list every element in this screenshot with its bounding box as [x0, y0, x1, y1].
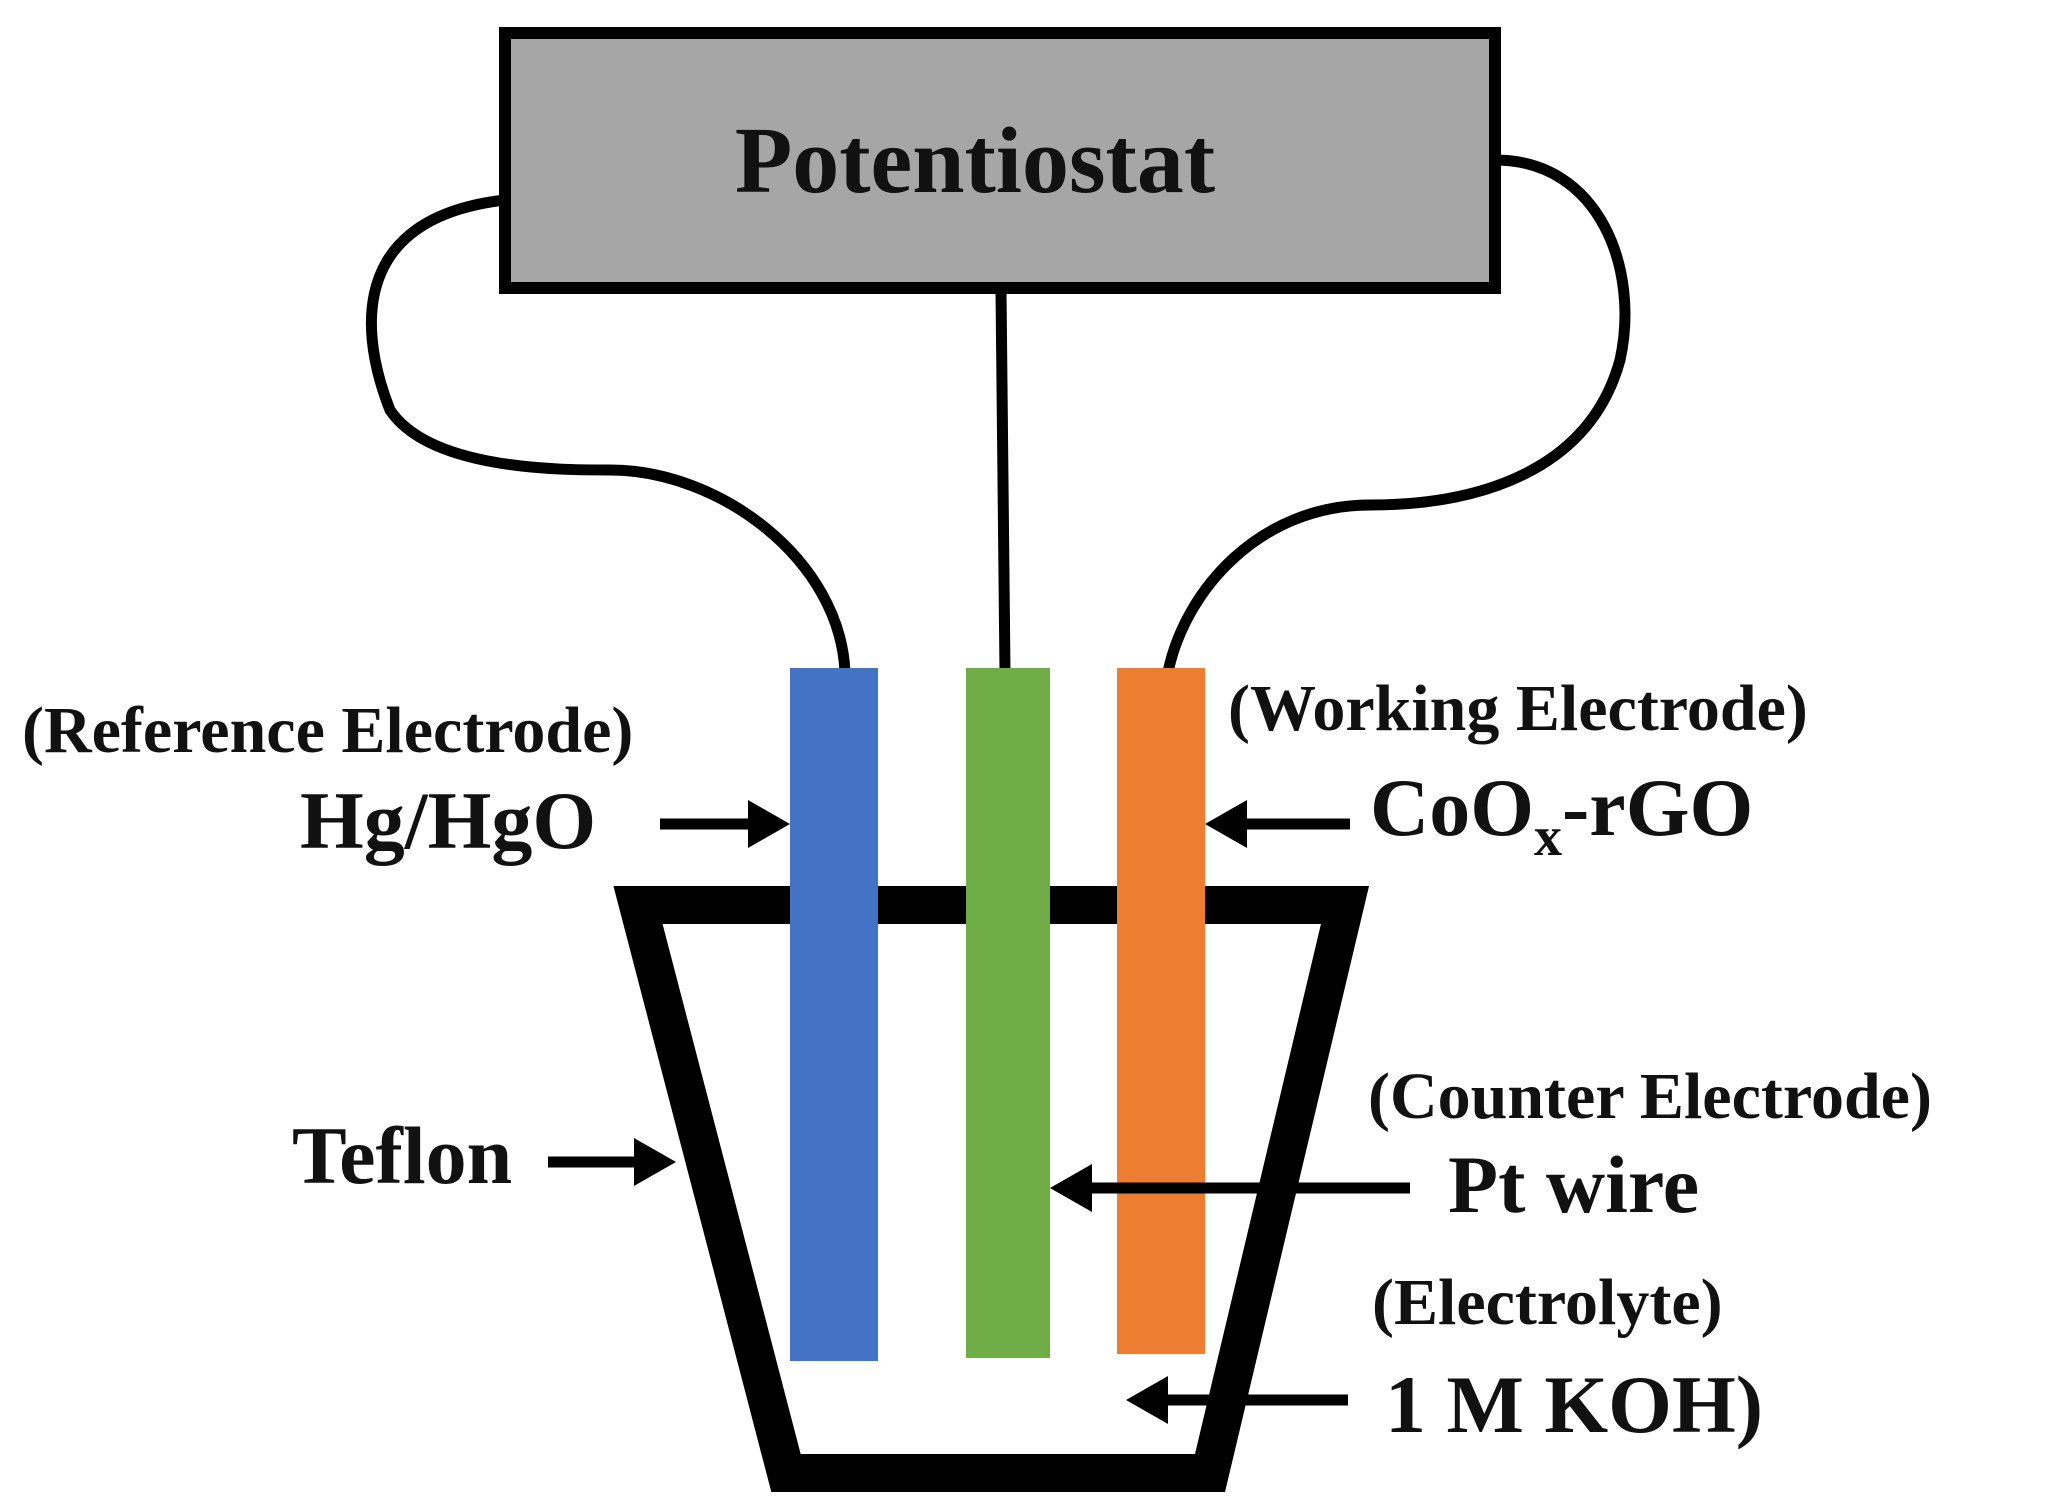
- working-arrow: [1205, 800, 1350, 848]
- teflon-arrow: [548, 1138, 676, 1186]
- reference-wire: [365, 194, 851, 678]
- teflon-cell: [613, 886, 1370, 1492]
- electrolyte-role-label: (Electrolyte): [1372, 1266, 1723, 1339]
- counter-electrode: [966, 668, 1050, 1358]
- counter-material-label: Pt wire: [1448, 1139, 1699, 1230]
- counter-arrow: [1050, 1164, 1410, 1212]
- working-material-subscript: x: [1534, 806, 1562, 868]
- reference-material-label: Hg/HgO: [300, 775, 596, 866]
- working-role-label: (Working Electrode): [1228, 672, 1808, 745]
- working-material-main: CoO: [1370, 762, 1534, 853]
- potentiostat-label: Potentiostat: [735, 109, 1215, 213]
- reference-arrow: [660, 800, 790, 848]
- working-electrode: [1117, 668, 1205, 1354]
- counter-role-label: (Counter Electrode): [1368, 1060, 1932, 1133]
- reference-electrode: [790, 668, 878, 1361]
- electrolyte-arrow: [1126, 1376, 1348, 1424]
- potentiostat-box: [499, 27, 1501, 294]
- working-wire: [1162, 154, 1631, 678]
- electrolyte-material-label: 1 M KOH): [1385, 1359, 1763, 1450]
- reference-role-label: (Reference Electrode): [22, 694, 633, 767]
- teflon-label: Teflon: [292, 1110, 512, 1201]
- counter-wire: [995, 284, 1011, 678]
- working-material-suffix: -rGO: [1562, 762, 1753, 853]
- working-material-label: CoOx-rGO: [1370, 762, 1753, 868]
